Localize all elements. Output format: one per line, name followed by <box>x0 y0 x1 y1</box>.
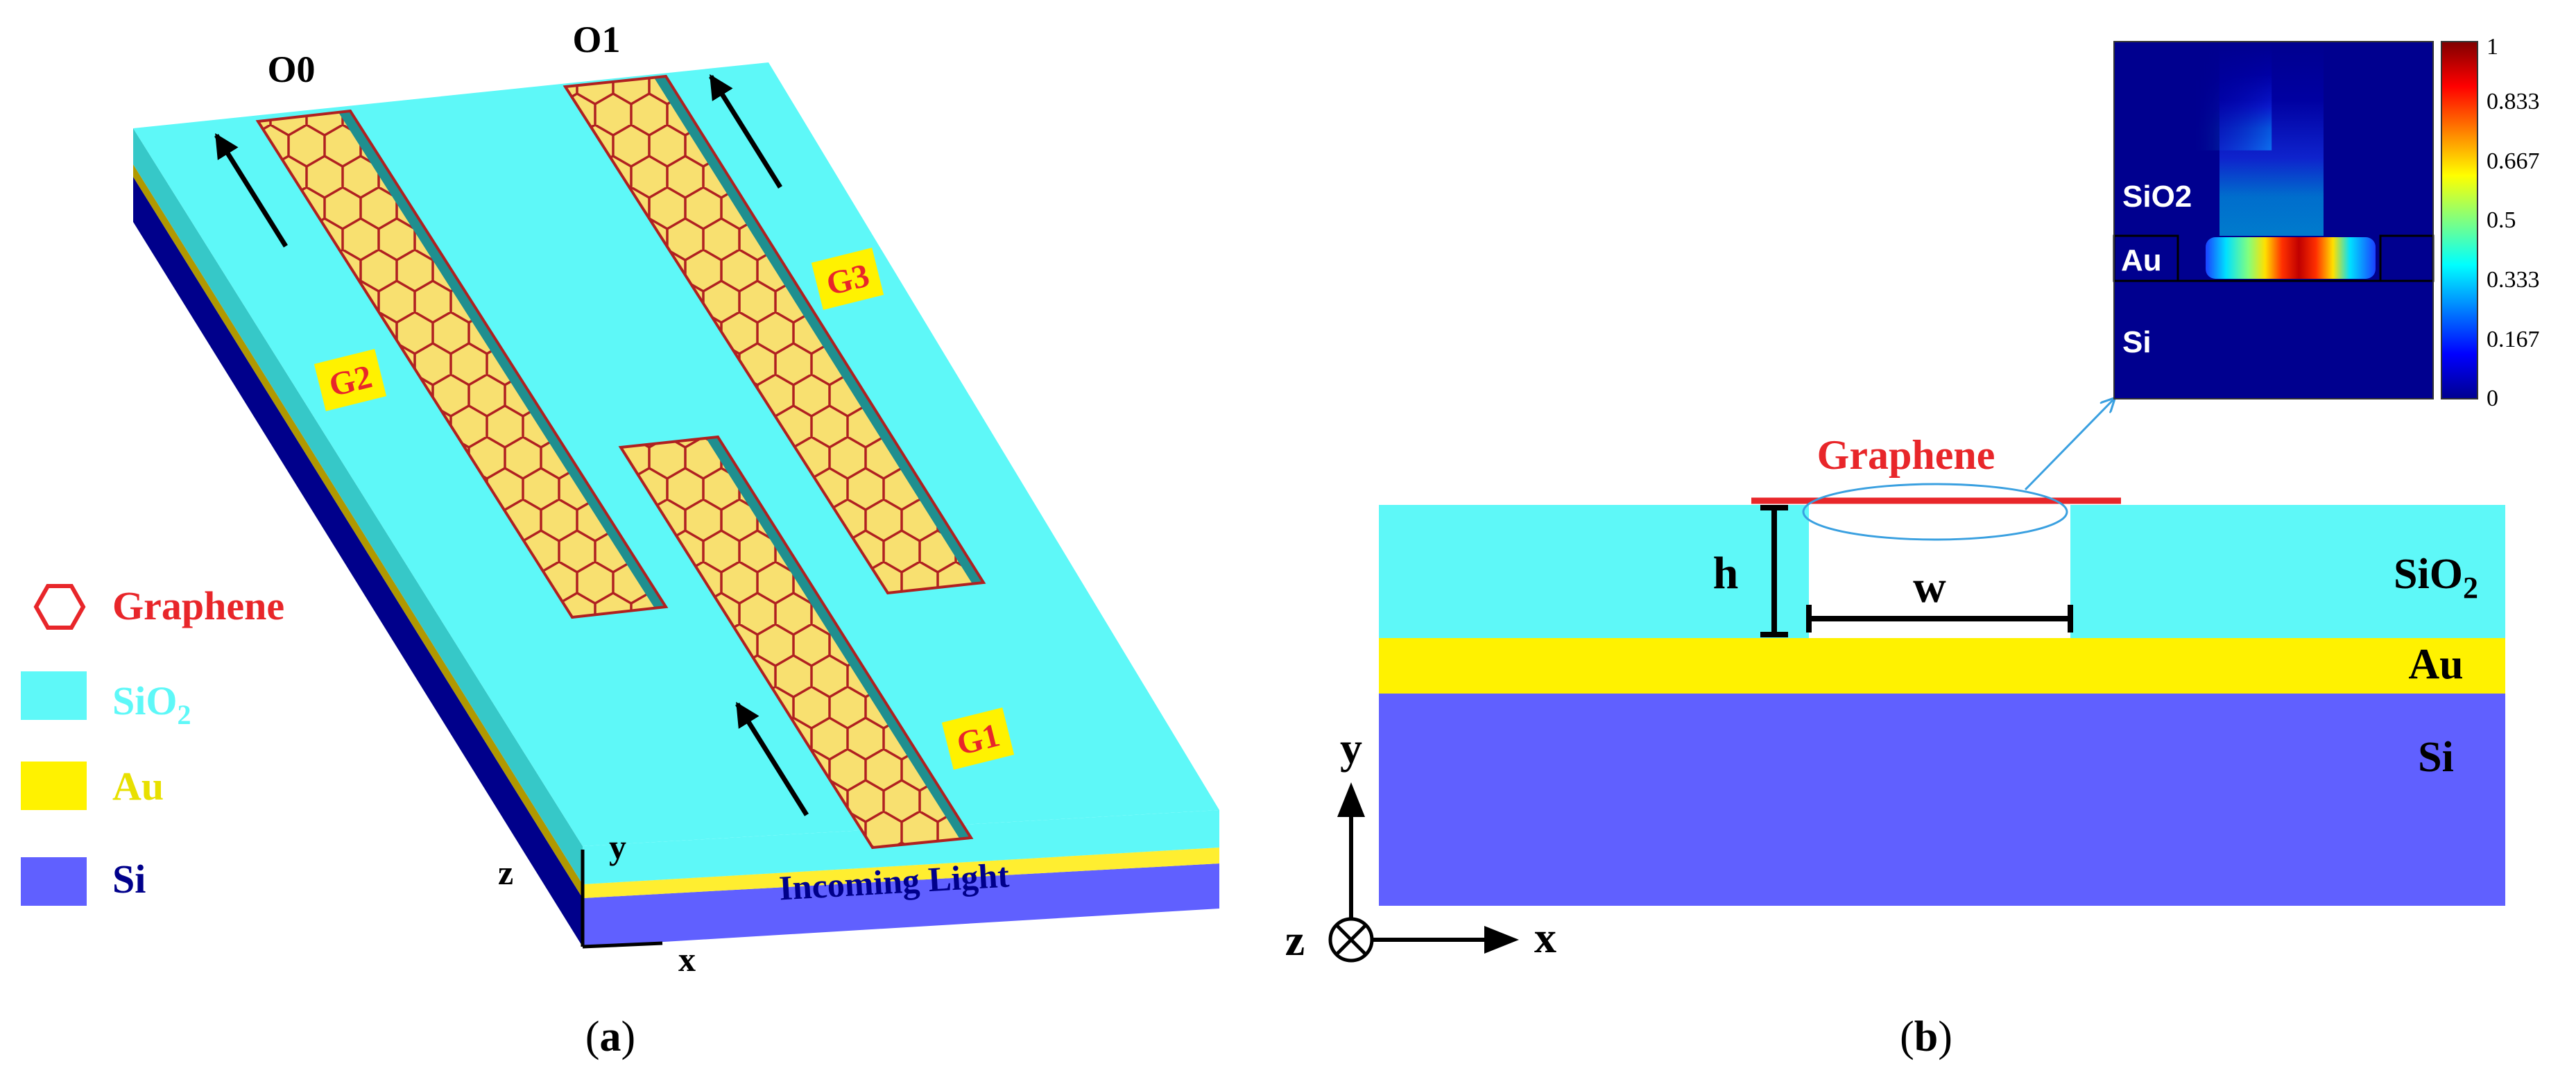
sio2-side-face <box>133 128 583 884</box>
inset-au-right <box>2379 234 2435 282</box>
b-zoom-arrow <box>2024 399 2114 491</box>
caption-b: (b) <box>1900 1013 1952 1060</box>
legend-sio2-label: SiO2 <box>112 678 191 730</box>
b-si-layer <box>1379 694 2505 906</box>
arrow-incoming <box>735 702 809 816</box>
arrow-o0 <box>214 133 288 248</box>
legend-graphene-icon <box>33 584 86 630</box>
legend-au-label: Au <box>112 764 164 809</box>
gate-label-g3: G3 <box>811 248 884 310</box>
gate-label-g1: G1 <box>941 707 1015 770</box>
inset-label-sio2: SiO2 <box>2122 180 2192 214</box>
waveguide-g3 <box>563 74 986 595</box>
b-sio2-left <box>1379 505 1809 638</box>
inset-glow <box>2219 42 2324 236</box>
waveguide-g2 <box>255 109 669 619</box>
waveguide-g1 <box>618 435 974 850</box>
legend-graphene-label: Graphene <box>112 583 284 628</box>
legend-si-label: Si <box>112 857 146 902</box>
inset-label-au: Au <box>2121 243 2162 277</box>
axis-b-z: z <box>1285 915 1305 965</box>
colorbar-tick: 0.5 <box>2487 207 2516 233</box>
au-side-face <box>133 164 583 898</box>
b-w-label: w <box>1913 562 1946 612</box>
colorbar-tick: 0.167 <box>2487 327 2540 352</box>
si-side-face <box>133 177 583 947</box>
b-au-layer <box>1379 638 2505 694</box>
legend-a: Graphene SiO2 Au Si <box>21 583 284 906</box>
colorbar-tick: 0.833 <box>2487 89 2540 114</box>
inset-mode-hotspot <box>2206 237 2376 279</box>
colorbar-tick: 1 <box>2487 34 2498 60</box>
colorbar-ticks: 1 0.833 0.667 0.5 0.333 0.167 0 <box>2487 34 2540 411</box>
b-au-label: Au <box>2408 641 2463 688</box>
legend-au-swatch <box>21 762 87 810</box>
au-front-face <box>583 848 1219 898</box>
axis-a-x: x <box>678 940 696 979</box>
axis-a-z: z <box>498 853 513 892</box>
legend-sio2-swatch <box>21 671 87 720</box>
b-zoom-ellipse <box>1802 483 2068 541</box>
inset-label-si: Si <box>2122 325 2152 359</box>
output-label-o1: O1 <box>572 19 620 60</box>
axes-a: z y x <box>498 827 696 979</box>
panel-a-device: O0 O1 G2 G3 G1 Incoming Light z y x <box>133 19 1219 979</box>
legend-si-swatch <box>21 857 87 906</box>
b-graphene-label: Graphene <box>1817 432 1995 478</box>
b-sio2-label: SiO2 <box>2394 551 2478 605</box>
inset-colorbar <box>2441 41 2478 399</box>
b-si-label: Si <box>2418 734 2454 781</box>
b-h-label: h <box>1713 548 1739 599</box>
axis-a-y: y <box>609 827 626 866</box>
panel-b-crosssection: Graphene h w SiO2 Au Si <box>1379 399 2505 906</box>
axis-b-y: y <box>1340 723 1362 773</box>
b-sio2-right <box>2070 505 2505 638</box>
si-front-face <box>583 863 1219 947</box>
axes-b: y x z <box>1285 723 1556 965</box>
axis-b-x: x <box>1534 913 1556 962</box>
sio2-front-face <box>583 810 1219 884</box>
output-label-o0: O0 <box>267 49 315 90</box>
caption-a: (a) <box>585 1013 635 1060</box>
arrow-o1 <box>709 74 782 189</box>
colorbar-tick: 0.667 <box>2487 148 2540 174</box>
gate-label-g2: G2 <box>314 349 387 411</box>
inset-mode-plot: SiO2 Au Si 1 0.833 0.667 0.5 0.333 0.167… <box>2113 34 2540 411</box>
colorbar-tick: 0.333 <box>2487 267 2540 293</box>
colorbar-tick: 0 <box>2487 386 2498 411</box>
